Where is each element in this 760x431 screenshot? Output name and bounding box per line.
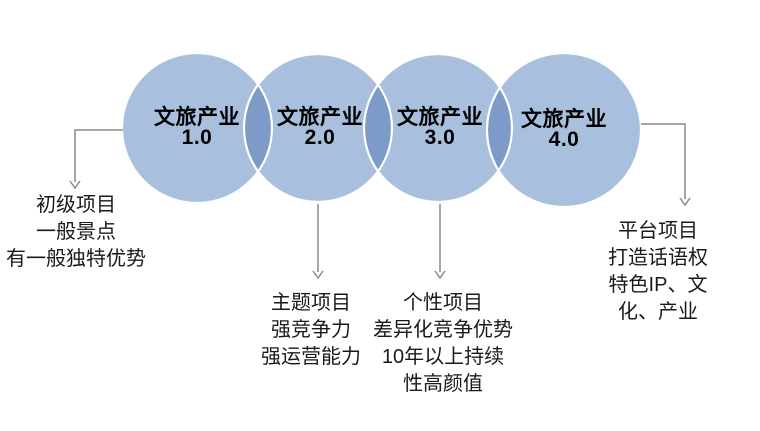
circle-stage-1 [122,53,272,203]
stage-2-description: 主题项目 强竞争力 强运营能力 [261,292,361,368]
circle-stage-2-outline [242,52,394,204]
stage-1-description: 初级项目 一般景点 有一般独特优势 [6,194,146,270]
arrow-stage-1 [69,129,123,190]
circle-stage-2 [244,54,392,202]
stage-2-title: 文旅产业 [277,106,363,129]
circles [120,51,643,209]
circle-stage-4-outline [485,51,643,209]
stage-4-description: 平台项目 打造话语权 特色IP、文化、产业 [608,220,708,323]
stage-1-title: 文旅产业 [154,106,240,129]
circle-stage-1-outline [120,51,274,205]
stage-2-version: 2.0 [304,126,336,149]
stage-3-version: 3.0 [424,126,456,149]
arrows [69,123,691,280]
circle-stage-3 [364,54,512,202]
stage-3-title: 文旅产业 [397,106,483,129]
stage-4-title: 文旅产业 [521,108,607,131]
circle-stage-4 [487,53,641,207]
stage-1-version: 1.0 [181,126,213,149]
stage-2-label: 文旅产业 2.0 [277,106,363,149]
arrow-stage-4 [641,123,691,207]
stage-1-label: 文旅产业 1.0 [154,106,240,149]
stage-4-version: 4.0 [548,128,580,151]
circle-stage-3-outline [362,52,514,204]
stage-4-label: 文旅产业 4.0 [521,108,607,151]
stage-3-label: 文旅产业 3.0 [397,106,483,149]
stage-3-description: 个性项目 差异化竞争优势 10年以上持续 性高颜值 [373,292,513,395]
